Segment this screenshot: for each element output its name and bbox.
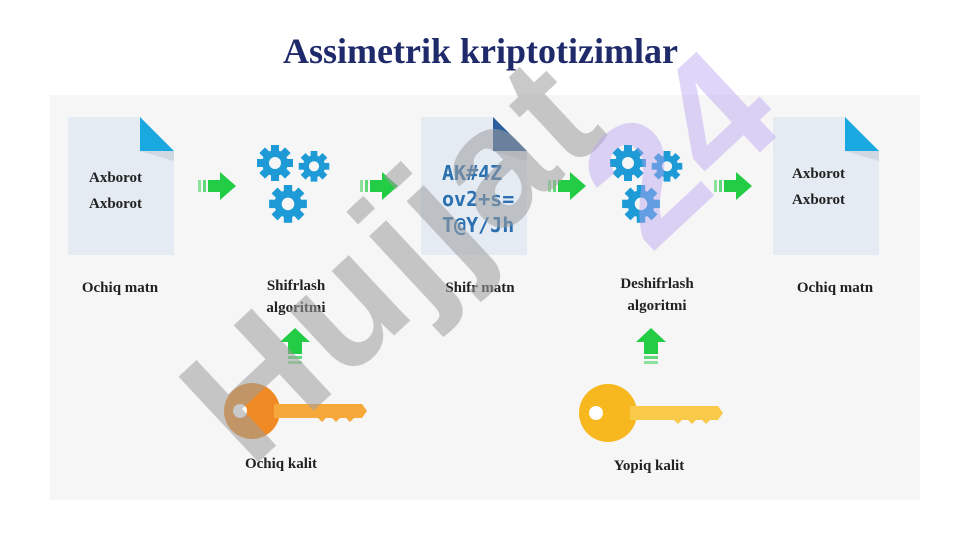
cipher-line: T@Y/Jh	[442, 213, 515, 237]
label-plain-left: Ochiq matn	[81, 280, 159, 296]
arrow-right-icon	[360, 172, 398, 200]
encrypt-gears-icon	[257, 145, 330, 223]
plain-line: Axborot	[792, 192, 846, 208]
plain-line: Axborot	[89, 196, 143, 212]
plain-document-icon	[773, 117, 879, 255]
label-decrypt: Deshifrlash algoritmi	[620, 276, 694, 314]
arrow-right-icon	[548, 172, 586, 200]
label-private-key: Yopiq kalit	[613, 458, 685, 474]
cipher-document-icon	[421, 117, 527, 255]
cipher-document-text: AK#4Z ov2+s= T@Y/Jh	[442, 160, 514, 238]
cipher-line: ov2+s=	[442, 187, 515, 211]
plain-line: Axborot	[792, 166, 846, 182]
plain-document-text-right: Axborot Axborot	[792, 161, 845, 213]
public-key-icon	[224, 383, 367, 439]
label-cipher: Shifr matn	[445, 280, 515, 296]
label-plain-right: Ochiq matn	[796, 280, 874, 296]
plain-document-icon	[68, 117, 174, 255]
label-encrypt: Shifrlash algoritmi	[266, 278, 326, 316]
plain-line: Axborot	[89, 170, 143, 186]
arrow-right-icon	[714, 172, 752, 200]
label-public-key: Ochiq kalit	[244, 456, 318, 472]
decrypt-gears-icon	[610, 145, 683, 223]
arrow-right-icon	[198, 172, 236, 200]
arrow-up-icon	[280, 328, 310, 364]
page-title: Assimetrik kriptotizimlar	[283, 31, 678, 71]
cipher-line: AK#4Z	[442, 161, 503, 185]
arrow-up-icon	[636, 328, 666, 364]
private-key-icon	[579, 384, 723, 442]
plain-document-text-left: Axborot Axborot	[89, 165, 142, 217]
